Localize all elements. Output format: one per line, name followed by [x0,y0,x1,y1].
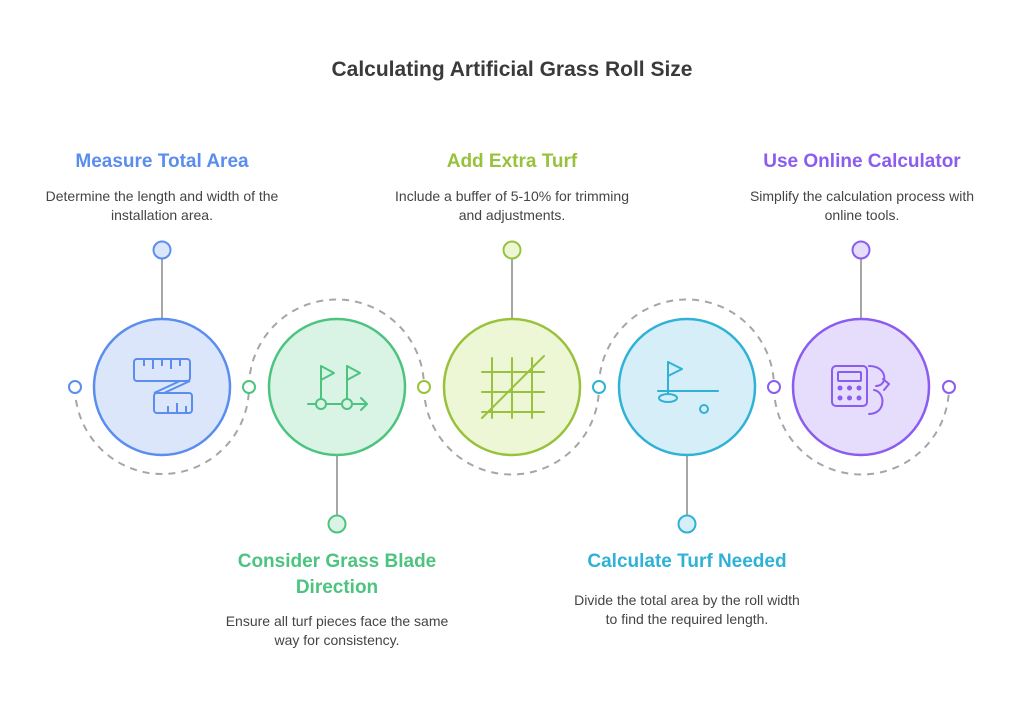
step-1-circle [92,317,232,457]
step-3-description: Include a buffer of 5-10% for trimming a… [395,188,629,223]
step-5-description: Simplify the calculation process with on… [749,188,975,223]
step-4-circle [617,317,757,457]
connector-dots [68,380,956,394]
flags-direction-icon [307,365,368,411]
golf-flag-icon [657,361,719,414]
marker-dots [152,240,871,534]
tape-measure-icon [133,358,193,414]
grid-slash-icon [481,355,545,419]
dashed-connectors [74,298,950,476]
step-3-heading: Add Extra Turf [446,151,578,172]
diagram-title: Calculating Artificial Grass Roll Size [331,58,693,81]
step-4-heading: Calculate Turf Needed [587,551,787,572]
step-2-circle [267,317,407,457]
step-2-heading: Consider Grass Blade Direction [237,551,437,598]
marker-stems [161,258,862,515]
step-5-heading: Use Online Calculator [763,151,961,172]
calculator-icon [831,365,890,415]
step-1-heading: Measure Total Area [75,151,249,172]
step-2-description: Ensure all turf pieces face the same way… [225,613,449,648]
step-4-description: Divide the total area by the roll width … [574,592,800,627]
step-1-description: Determine the length and width of the in… [45,188,279,223]
